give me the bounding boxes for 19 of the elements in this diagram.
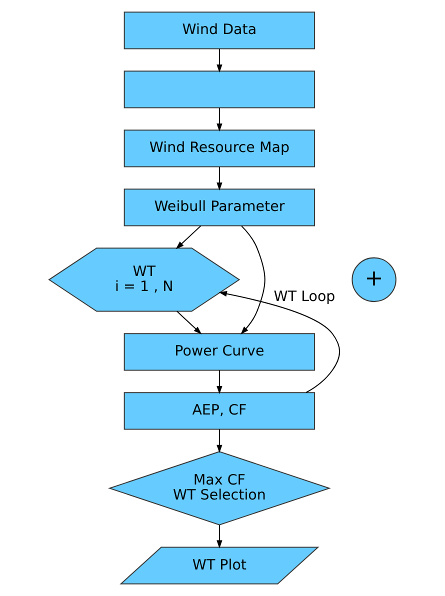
node-box [124, 70, 316, 108]
node-box: AEP, CF [124, 392, 316, 430]
node-circle: + [352, 257, 396, 302]
arrow [216, 166, 222, 191]
arrow [218, 291, 340, 393]
arrow [216, 525, 222, 548]
node-box: Power Curve [124, 333, 316, 371]
node-box: Wind Data [124, 12, 316, 50]
arrow [240, 226, 266, 334]
edge-label: WT Loop [274, 289, 336, 306]
arrow [216, 108, 222, 132]
arrow [216, 48, 222, 73]
node-diamond: Max CF WT Selection [108, 451, 331, 526]
node-box: Weibull Parameter [124, 188, 316, 226]
arrow [216, 370, 222, 394]
arrow [176, 225, 202, 250]
arrow [216, 429, 222, 453]
node-box: Wind Resource Map [124, 130, 316, 168]
arrow [176, 310, 202, 334]
